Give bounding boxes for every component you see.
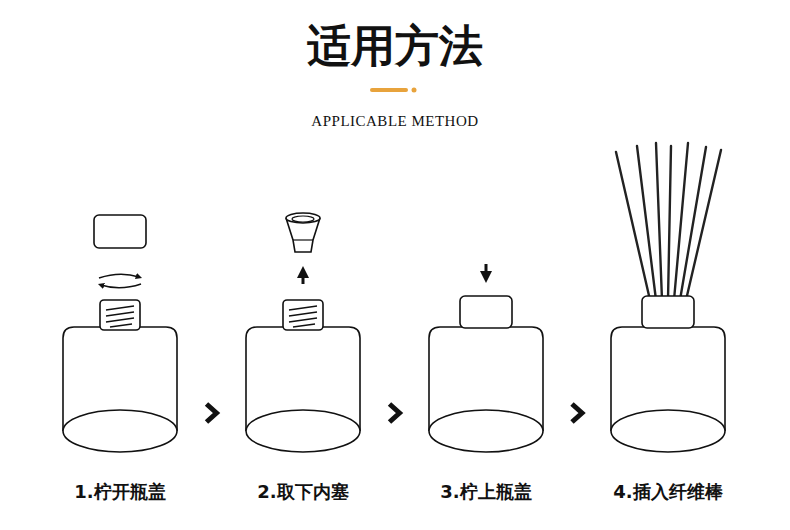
bottle-open	[63, 215, 177, 452]
step-chevron	[207, 404, 217, 422]
step-box: 3.柠上瓶盖	[421, 200, 551, 505]
step-chevron	[572, 404, 582, 422]
bottle-capped	[429, 264, 543, 452]
subtitle: APPLICABLE METHOD	[0, 111, 790, 131]
bottle-plug	[246, 213, 360, 452]
bottle-reeds	[611, 143, 725, 452]
step-box: 2.取下内塞	[238, 200, 368, 505]
step-chevron	[390, 404, 400, 422]
step-box: 1.柠开瓶盖	[55, 200, 185, 505]
step-caption: 3.柠上瓶盖	[421, 480, 551, 504]
step-caption: 1.柠开瓶盖	[55, 480, 185, 504]
step-caption: 4.插入纤维棒	[603, 480, 733, 504]
page-title: 适用方法	[0, 18, 790, 74]
step-caption: 2.取下内塞	[238, 480, 368, 504]
step-box: 4.插入纤维棒	[603, 200, 733, 505]
